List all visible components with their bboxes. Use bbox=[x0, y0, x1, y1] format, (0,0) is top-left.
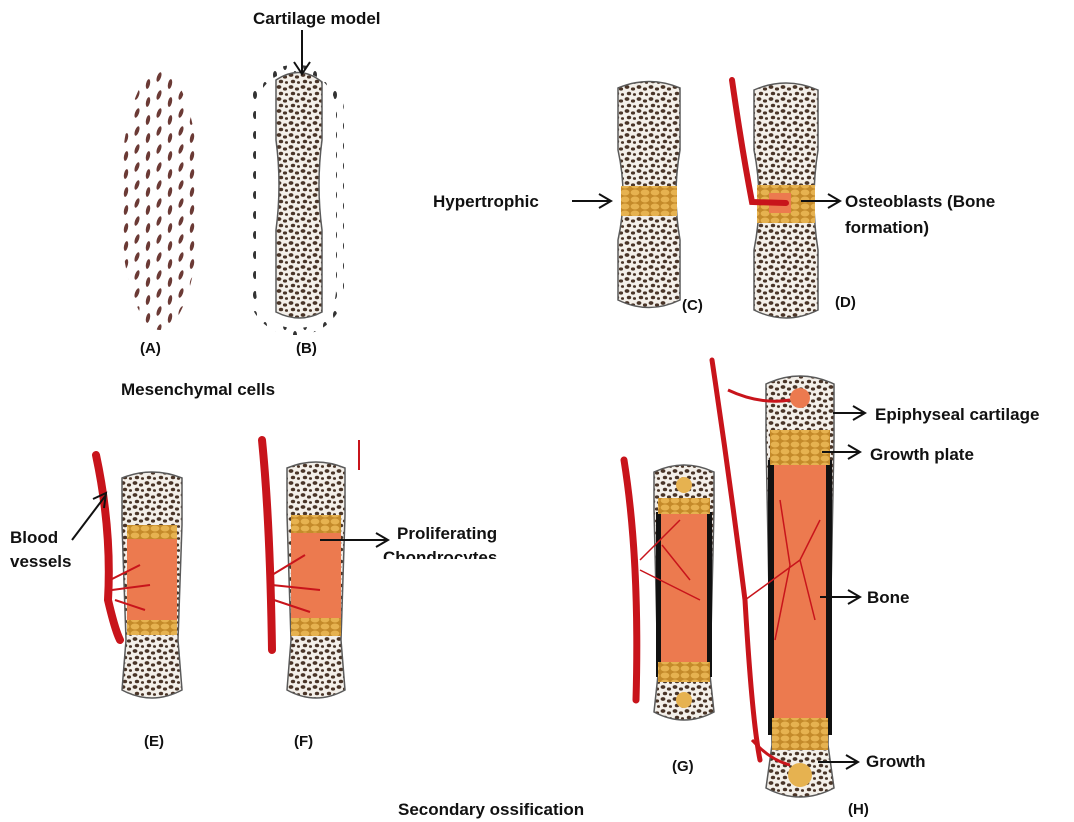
label-epiphyseal-cartilage: Epiphyseal cartilage bbox=[875, 405, 1039, 425]
label-proliferating: Proliferating bbox=[397, 524, 497, 544]
label-proliferating-cut: Chondrocytes bbox=[383, 550, 497, 559]
label-growth: Growth bbox=[866, 752, 926, 772]
label-blood-line2: vessels bbox=[10, 552, 71, 572]
label-growth-plate: Growth plate bbox=[870, 445, 974, 465]
stage-f-bone bbox=[262, 440, 360, 698]
panel-label-b: (B) bbox=[296, 339, 317, 359]
stage-g-bone bbox=[624, 460, 714, 720]
label-cartilage-model: Cartilage model bbox=[253, 9, 381, 29]
label-bone: Bone bbox=[867, 588, 910, 608]
panel-label-g: (G) bbox=[672, 757, 694, 777]
label-osteoblasts-line1: Osteoblasts (Bone bbox=[845, 192, 995, 212]
label-mesenchymal-cells: Mesenchymal cells bbox=[121, 380, 275, 400]
stage-d-bone bbox=[732, 80, 818, 318]
stage-e-bone bbox=[96, 455, 182, 698]
label-osteoblasts-line2: formation) bbox=[845, 218, 929, 238]
panel-label-h: (H) bbox=[848, 800, 869, 820]
label-blood-line1: Blood bbox=[10, 528, 58, 548]
label-secondary-ossification: Secondary ossification bbox=[398, 800, 584, 820]
panel-label-c: (C) bbox=[682, 296, 703, 316]
panel-label-a: (A) bbox=[140, 339, 161, 359]
panel-label-d: (D) bbox=[835, 293, 856, 313]
panel-label-e: (E) bbox=[144, 732, 164, 752]
stage-a-mesenchymal bbox=[115, 65, 210, 335]
stage-c-bone bbox=[618, 82, 680, 308]
label-proliferating-cut-wrapper: Chondrocytes bbox=[383, 544, 523, 559]
label-hypertrophic: Hypertrophic bbox=[433, 192, 539, 212]
stage-h-bone bbox=[712, 360, 834, 797]
stage-b-cartilage-model bbox=[248, 65, 344, 335]
panel-label-f: (F) bbox=[294, 732, 313, 752]
